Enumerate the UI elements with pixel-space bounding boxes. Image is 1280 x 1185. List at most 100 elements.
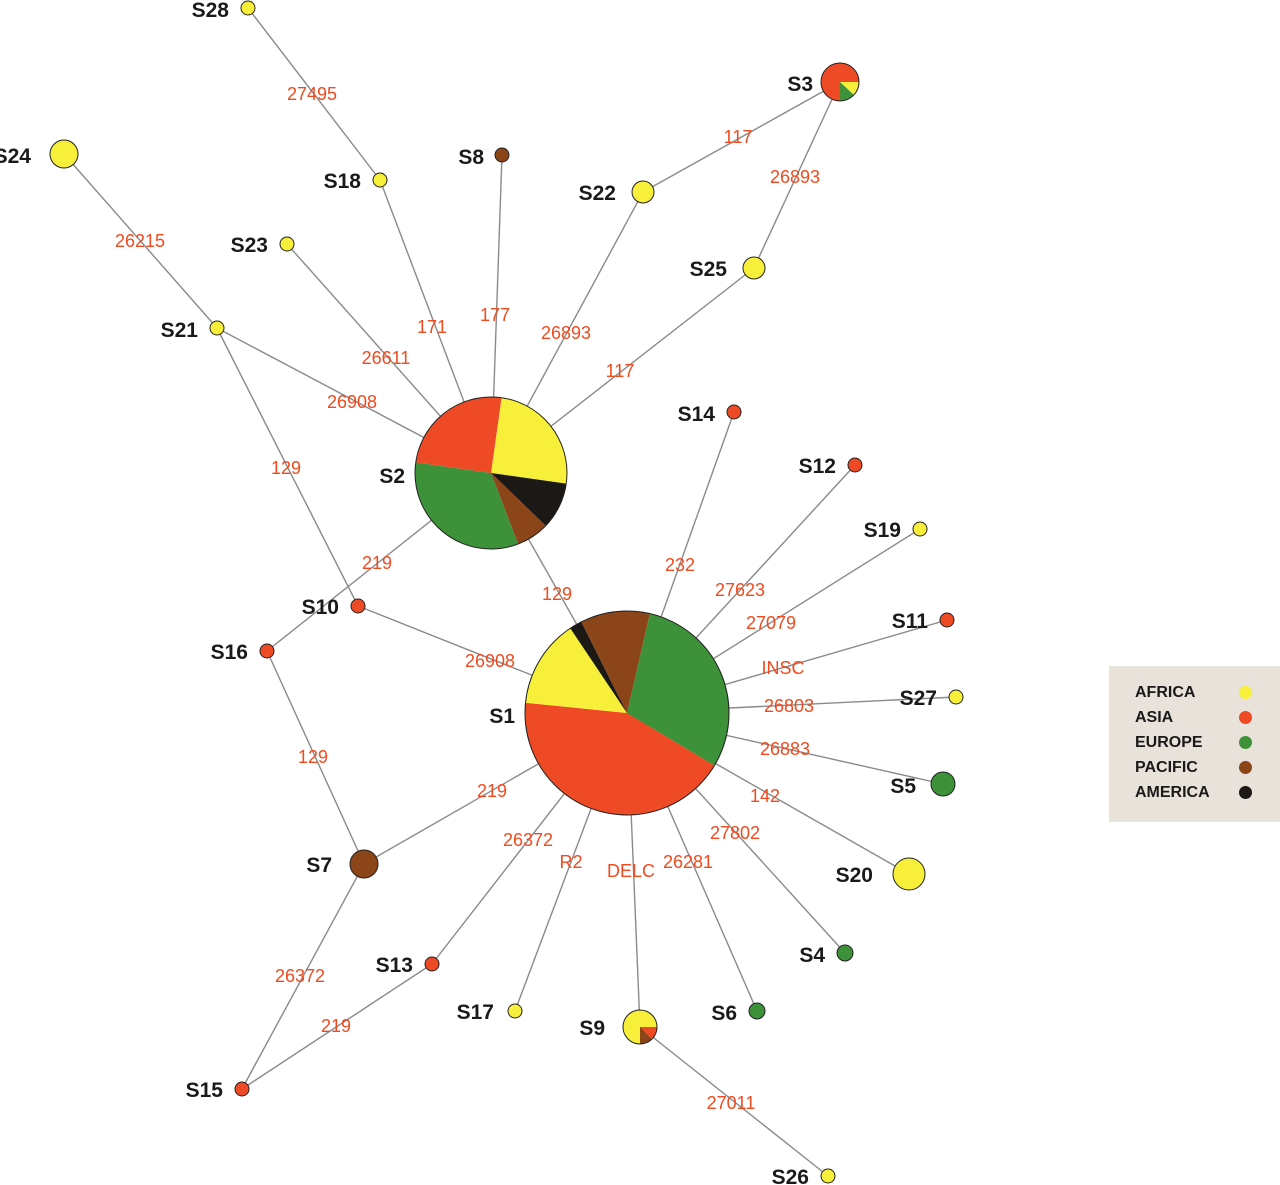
node-s3-outline — [820, 62, 860, 102]
node-s1 — [524, 610, 730, 816]
node-s23-disc — [279, 236, 295, 252]
legend-item-pacific: PACIFIC — [1135, 755, 1280, 780]
node-s1-outline — [524, 610, 730, 816]
node-s23 — [279, 236, 295, 252]
edge-s16-s7 — [266, 650, 365, 865]
edge-label-s16-s7: 129 — [298, 747, 328, 767]
node-s9-slice-pacific — [640, 1027, 653, 1044]
edge-label-s9-s26: 27011 — [707, 1093, 756, 1113]
node-s6-disc — [748, 1002, 766, 1020]
node-s16-disc — [259, 643, 275, 659]
node-s7-disc — [349, 849, 379, 879]
node-s6 — [748, 1002, 766, 1020]
edge-label-s7-s1: 219 — [477, 781, 507, 801]
legend-item-africa: AFRICA — [1135, 680, 1280, 705]
edge-label-s7-s15: 26372 — [275, 966, 325, 986]
edge-label-s4-s1: 27802 — [710, 823, 760, 843]
node-label-s24: S24 — [0, 145, 31, 168]
node-label-s8: S8 — [458, 146, 484, 169]
node-s17 — [507, 1003, 523, 1019]
edge-label-s12-s1: 27623 — [715, 580, 765, 600]
edge-label-s23-s2: 26611 — [362, 348, 411, 368]
edge-s24-s21 — [63, 153, 218, 329]
node-s21 — [209, 320, 225, 336]
node-s17-disc — [507, 1003, 523, 1019]
network-node-labels: S1S2S3S4S5S6S7S8S9S10S11S12S13S14S15S16S… — [0, 0, 937, 1185]
edge-label-s2-s1: 129 — [542, 584, 572, 604]
node-s12-disc — [847, 457, 863, 473]
node-label-s5: S5 — [890, 775, 916, 798]
node-label-s15: S15 — [186, 1079, 224, 1102]
node-s22-disc — [631, 180, 655, 204]
node-s20 — [892, 857, 926, 891]
node-s2-slice-asia — [415, 397, 502, 473]
edge-label-s20-s1: 142 — [750, 786, 780, 806]
node-s10-disc — [350, 598, 366, 614]
node-s18 — [372, 172, 388, 188]
node-label-s12: S12 — [799, 455, 836, 478]
edge-s3-s25 — [753, 81, 841, 269]
legend-label-america: AMERICA — [1135, 784, 1210, 801]
edge-label-s13-s1: 26372 — [503, 830, 553, 850]
legend-item-europe: EUROPE — [1135, 730, 1280, 755]
node-s14-disc — [726, 404, 742, 420]
node-s21-disc — [209, 320, 225, 336]
legend-swatch-asia — [1239, 711, 1252, 724]
node-label-s2: S2 — [379, 465, 405, 488]
node-s2-slice-america — [491, 473, 567, 526]
node-s3-slice-africa — [840, 82, 859, 96]
legend-swatch-pacific — [1239, 761, 1252, 774]
network-edge-labels: 2749517117726611269082621512926893117268… — [115, 84, 820, 1113]
node-s26 — [820, 1168, 836, 1184]
node-s13 — [424, 956, 440, 972]
edge-s28-s18 — [247, 7, 381, 181]
node-label-s18: S18 — [324, 170, 362, 193]
node-s2-slice-pacific — [491, 473, 546, 545]
node-s15-disc — [234, 1081, 250, 1097]
legend-label-pacific: PACIFIC — [1135, 759, 1198, 776]
node-s28 — [240, 0, 256, 16]
node-s11-disc — [939, 612, 955, 628]
node-label-s4: S4 — [799, 944, 825, 967]
node-label-s10: S10 — [302, 596, 339, 619]
node-s9-slice-africa — [623, 1010, 657, 1044]
edge-label-s22-s2: 26893 — [541, 323, 591, 343]
node-label-s11: S11 — [892, 610, 929, 633]
node-s2-slice-africa — [491, 397, 567, 484]
node-s3-slice-asia — [821, 63, 859, 101]
node-label-s7: S7 — [306, 854, 332, 877]
node-s1-slice-asia — [525, 702, 715, 816]
edge-label-s25-s2: 117 — [606, 361, 635, 381]
edge-label-s9-s1: DELC — [607, 861, 655, 881]
node-s8 — [494, 147, 510, 163]
node-label-s25: S25 — [690, 258, 728, 281]
legend-swatch-america — [1239, 786, 1252, 799]
edge-label-s19-s1: 27079 — [746, 613, 796, 633]
node-s9-outline — [622, 1009, 658, 1045]
node-label-s13: S13 — [376, 954, 413, 977]
legend-label-europe: EUROPE — [1135, 734, 1203, 751]
legend-swatch-europe — [1239, 736, 1252, 749]
edge-s21-s10 — [216, 327, 359, 607]
node-s25-disc — [742, 256, 766, 280]
node-s19-disc — [912, 521, 928, 537]
edge-label-s2-s16: 219 — [362, 553, 392, 573]
node-s14 — [726, 404, 742, 420]
node-label-s3: S3 — [787, 73, 813, 96]
node-s4-disc — [836, 944, 854, 962]
edge-label-s21-s2: 26908 — [327, 392, 377, 412]
node-s16 — [259, 643, 275, 659]
edge-label-s6-s1: 26281 — [663, 852, 713, 872]
node-label-s9: S9 — [579, 1017, 605, 1040]
node-s5-disc — [930, 771, 956, 797]
node-s10 — [350, 598, 366, 614]
network-edges — [63, 7, 957, 1177]
node-s1-slice-america — [570, 621, 627, 713]
network-nodes — [49, 0, 964, 1184]
node-s18-disc — [372, 172, 388, 188]
edge-label-s3-s22: 117 — [724, 127, 753, 147]
node-s25 — [742, 256, 766, 280]
node-label-s6: S6 — [711, 1002, 737, 1025]
node-label-s23: S23 — [231, 234, 268, 257]
